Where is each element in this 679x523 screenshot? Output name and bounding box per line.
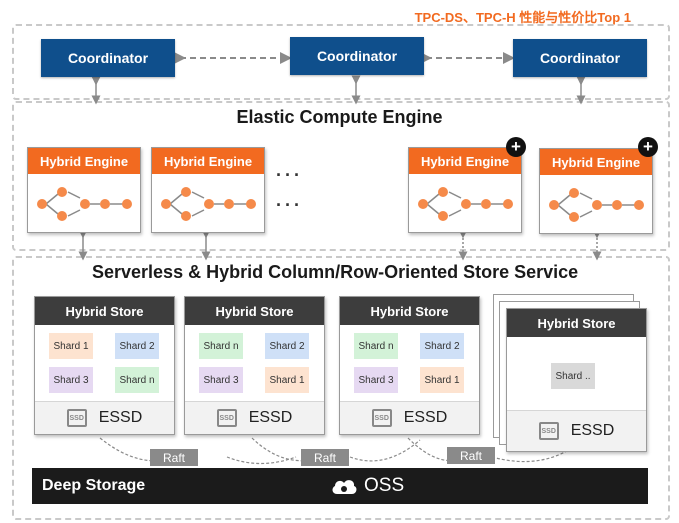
hybrid-store-label: Hybrid Store (340, 297, 479, 325)
ssd-icon: SSD (66, 409, 87, 427)
shard-cell: Shard 2 (115, 333, 159, 359)
coordinator-1: Coordinator (41, 39, 175, 77)
ellipsis-top: ··· (276, 165, 303, 185)
hybrid-store-3: Hybrid Store Shard n Shard 2 Shard 3 Sha… (339, 296, 480, 435)
hybrid-store-label: Hybrid Store (507, 309, 646, 337)
shard-cell: Shard 3 (49, 367, 93, 393)
essd-bar: SSD ESSD (340, 401, 479, 434)
coordinator-layer (12, 24, 670, 100)
hybrid-engine-1: Hybrid Engine (27, 147, 141, 233)
storage-title: Serverless & Hybrid Column/Row-Oriented … (92, 262, 579, 282)
hybrid-engine-label: Hybrid Engine (28, 148, 140, 174)
cloud-icon (332, 480, 357, 494)
shard-cell: Shard 1 (265, 367, 309, 393)
shard-cell: Shard 1 (420, 367, 464, 393)
hybrid-store-label: Hybrid Store (35, 297, 174, 325)
essd-label: ESSD (403, 409, 448, 426)
compute-layer (12, 101, 670, 251)
ellipsis-bottom: ··· (276, 195, 303, 215)
hybrid-engine-2: Hybrid Engine (151, 147, 265, 233)
deep-storage-bar: Deep Storage OSS (32, 468, 648, 504)
hybrid-store-label: Hybrid Store (185, 297, 324, 325)
coordinator-2: Coordinator (290, 37, 424, 75)
essd-bar: SSD ESSD (185, 401, 324, 434)
engine-graph-icon (161, 187, 256, 221)
hybrid-store-2: Hybrid Store Shard n Shard 2 Shard 3 Sha… (184, 296, 325, 435)
ssd-icon: SSD (538, 422, 559, 440)
hybrid-store-4: Hybrid Store Shard .. SSD ESSD (506, 308, 647, 452)
engine-graph-icon (418, 187, 513, 221)
essd-bar: SSD ESSD (35, 401, 174, 434)
shard-cell: Shard 1 (49, 333, 93, 359)
oss-label: OSS (364, 475, 405, 496)
essd-label: ESSD (98, 409, 143, 426)
shard-cell: Shard n (354, 333, 398, 359)
oss-group: OSS (330, 475, 404, 497)
compute-title: Elastic Compute Engine (236, 107, 443, 127)
essd-bar: SSD ESSD (507, 410, 646, 451)
engine-graph-icon (549, 188, 644, 222)
ssd-icon: SSD (216, 409, 237, 427)
deep-storage-label: Deep Storage (42, 477, 146, 494)
essd-label: ESSD (570, 422, 615, 439)
shard-cell: Shard n (115, 367, 159, 393)
shard-cell: Shard 3 (354, 367, 398, 393)
add-engine-icon[interactable]: + (506, 137, 526, 157)
shard-cell: Shard 3 (199, 367, 243, 393)
ssd-icon: SSD (371, 409, 392, 427)
engine-graph-icon (37, 187, 132, 221)
hybrid-engine-4: Hybrid Engine (539, 148, 653, 234)
shard-cell: Shard n (199, 333, 243, 359)
essd-label: ESSD (248, 409, 293, 426)
raft-label-1: Raft (150, 449, 198, 466)
hybrid-engine-label: Hybrid Engine (540, 149, 652, 175)
coordinator-3: Coordinator (513, 39, 647, 77)
add-engine-icon[interactable]: + (638, 137, 658, 157)
raft-label-2: Raft (301, 449, 349, 466)
hybrid-engine-3: Hybrid Engine (408, 147, 522, 233)
shard-cell: Shard .. (551, 363, 595, 389)
hybrid-engine-label: Hybrid Engine (409, 148, 521, 174)
hybrid-store-1: Hybrid Store Shard 1 Shard 2 Shard 3 Sha… (34, 296, 175, 435)
shard-cell: Shard 2 (420, 333, 464, 359)
shard-cell: Shard 2 (265, 333, 309, 359)
benchmark-note: TPC-DS、TPC-H 性能与性价比Top 1 (414, 10, 631, 25)
storage-layer (12, 256, 670, 520)
raft-label-3: Raft (447, 447, 495, 464)
hybrid-engine-label: Hybrid Engine (152, 148, 264, 174)
